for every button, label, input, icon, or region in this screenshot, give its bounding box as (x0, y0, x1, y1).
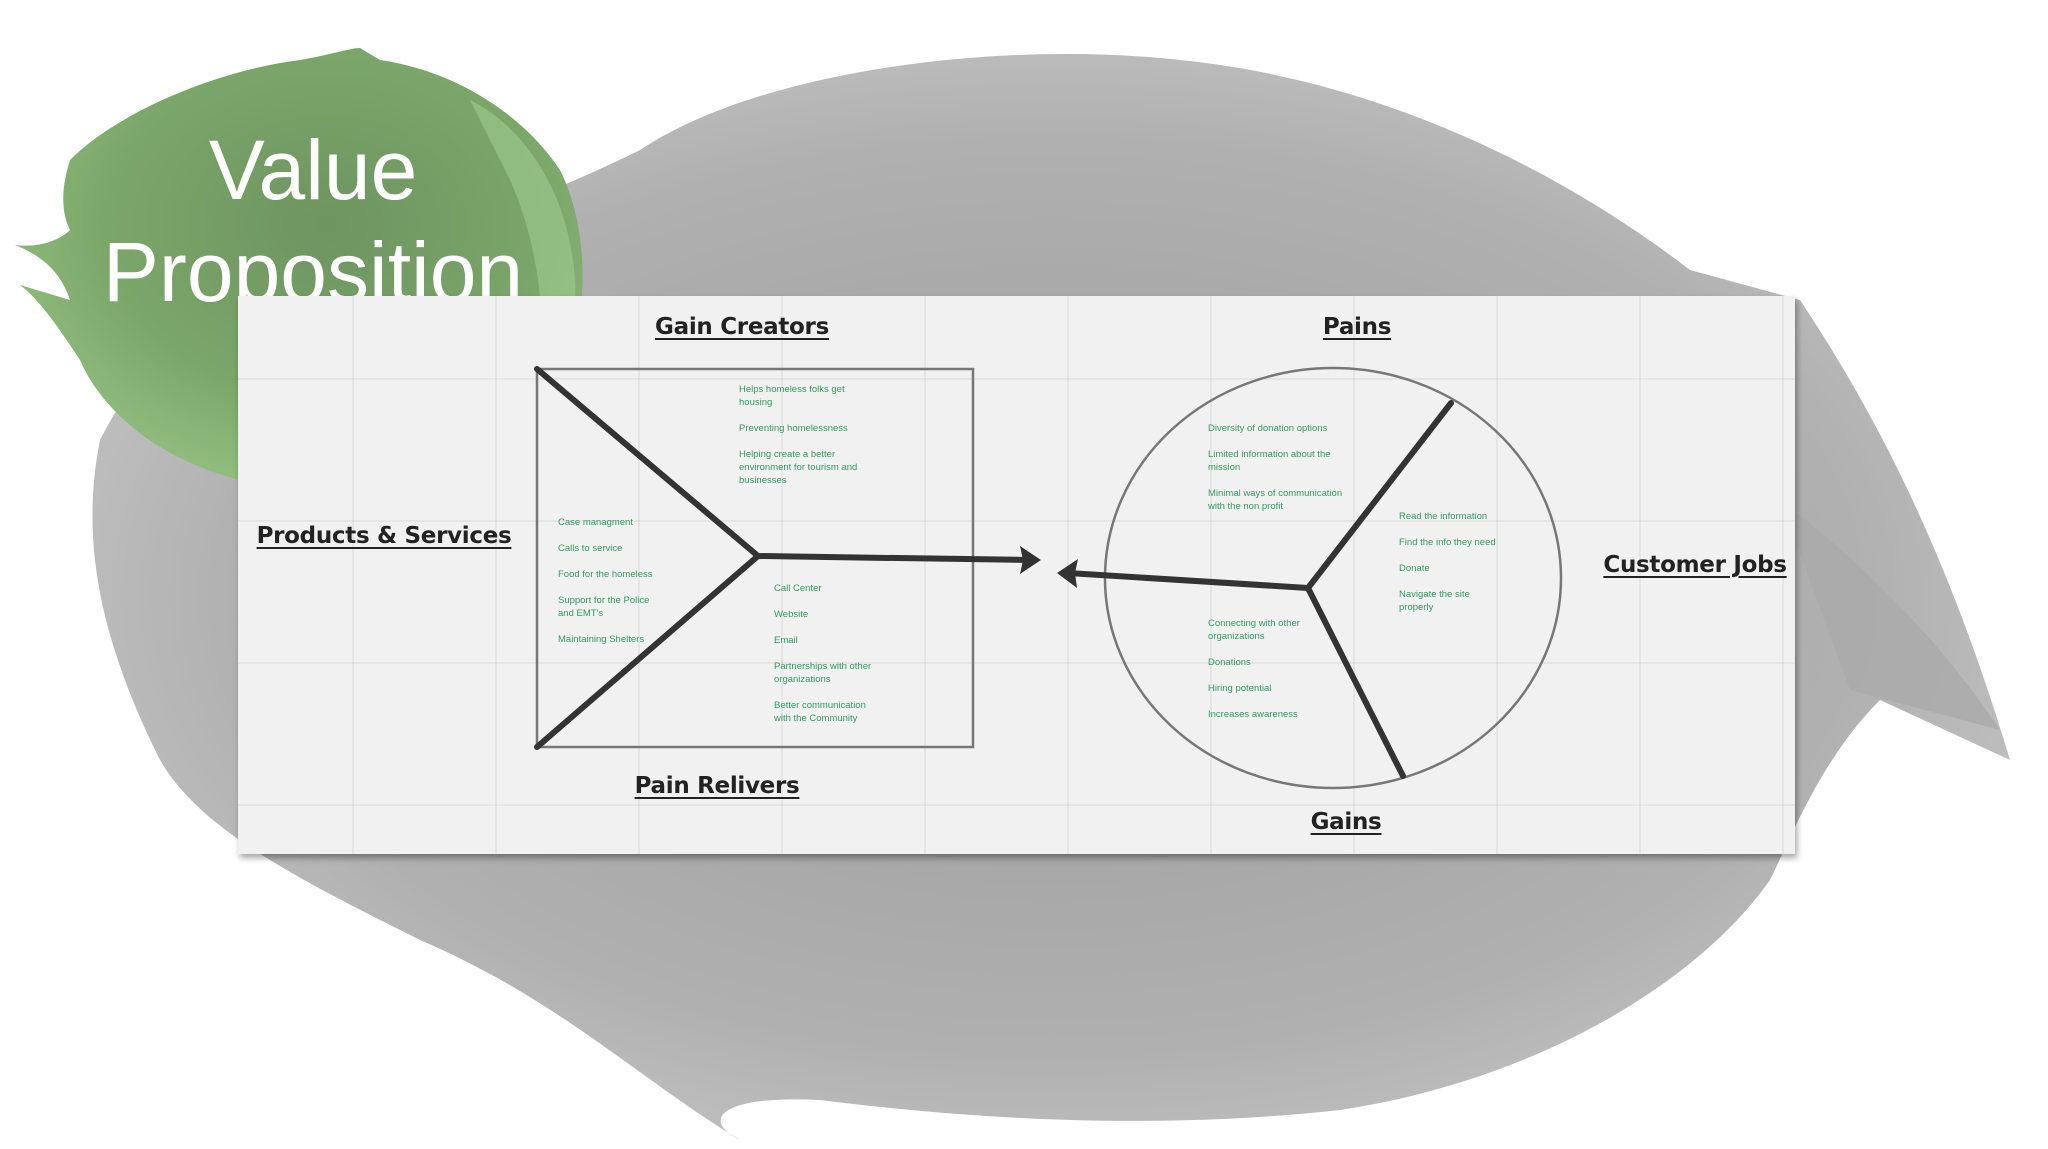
list-item: Connecting with other organizations (1208, 618, 1300, 642)
list-item: Navigate the site properly (1399, 589, 1470, 613)
list-item: Website (774, 609, 809, 620)
heading-pains: Pains (1322, 314, 1392, 340)
list-item: Increases awareness (1208, 709, 1298, 720)
value-map-arrow-shaft (757, 553, 1031, 563)
pain-relievers-list: Call Center Website Email Partnerships w… (774, 582, 874, 738)
list-item: Limited information about the mission (1208, 449, 1331, 473)
list-item: Helps homeless folks get housing (739, 384, 845, 408)
heading-pain-relievers: Pain Relivers (634, 773, 800, 799)
gain-creators-divider (534, 366, 761, 559)
list-item: Support for the Police and EMT's (558, 595, 650, 619)
pains-divider (1305, 400, 1454, 591)
heading-products-services: Products & Services (256, 523, 512, 549)
list-item: Read the information (1399, 511, 1488, 522)
list-item: Preventing homelessness (739, 423, 848, 434)
list-item: Minimal ways of communication with the n… (1208, 488, 1343, 512)
list-item: Better communication with the Community (774, 700, 866, 724)
list-item: Donations (1208, 657, 1251, 668)
list-item: Diversity of donation options (1208, 423, 1328, 434)
list-item: Maintaining Shelters (558, 634, 645, 645)
customer-profile-arrow-shaft (1067, 570, 1309, 591)
list-item: Find the info they need (1399, 537, 1496, 548)
pains-list: Diversity of donation options Limited in… (1208, 422, 1348, 526)
gain-creators-list: Helps homeless folks get housing Prevent… (739, 383, 859, 500)
heading-gains: Gains (1310, 809, 1382, 835)
value-map-arrow-head (1020, 546, 1041, 574)
list-item: Calls to service (558, 543, 623, 554)
canvas-panel (238, 296, 1795, 854)
customer-jobs-list: Read the information Find the info they … (1399, 510, 1499, 627)
grey-watercolor-streak (1780, 500, 2000, 730)
customer-profile-arrow-head (1057, 559, 1078, 588)
heading-customer-jobs: Customer Jobs (1603, 552, 1787, 578)
list-item: Email (774, 635, 798, 646)
list-item: Donate (1399, 563, 1430, 574)
products-services-list: Case managment Calls to service Food for… (558, 516, 658, 659)
heading-gain-creators: Gain Creators (655, 314, 829, 340)
pain-relievers-divider (534, 553, 761, 750)
gains-divider (1305, 585, 1406, 779)
gains-list: Connecting with other organizations Dona… (1208, 617, 1308, 734)
title-line-1: Value (208, 123, 418, 217)
list-item: Hiring potential (1208, 683, 1272, 694)
list-item: Food for the homeless (558, 569, 653, 580)
list-item: Helping create a better environment for … (739, 449, 858, 486)
list-item: Call Center (774, 583, 822, 594)
list-item: Partnerships with other organizations (774, 661, 872, 685)
list-item: Case managment (558, 517, 633, 528)
